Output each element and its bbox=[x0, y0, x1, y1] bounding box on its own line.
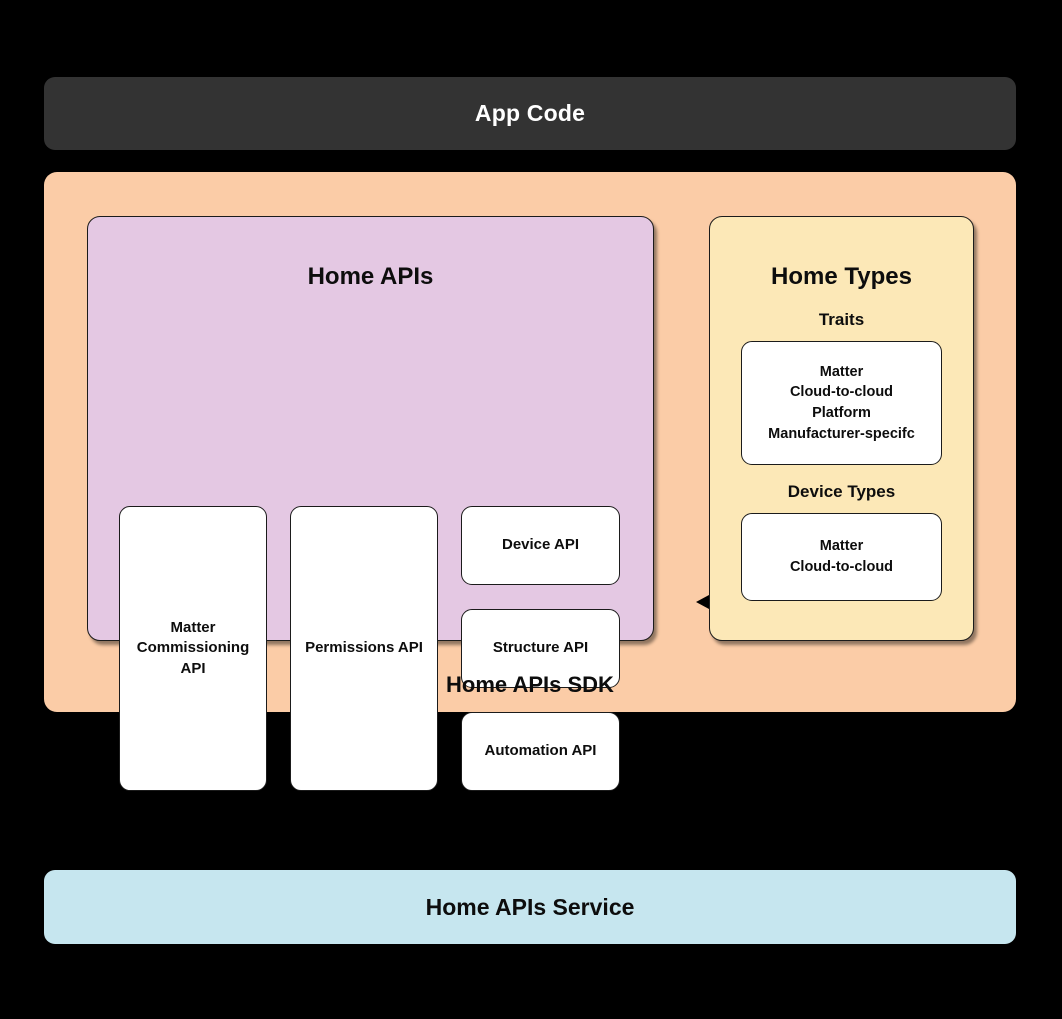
traits-heading: Traits bbox=[818, 310, 865, 329]
automation-api-card: Automation API bbox=[461, 712, 620, 791]
structure-api-label: Structure API bbox=[492, 639, 589, 657]
permissions-api-label: Permissions API bbox=[305, 639, 423, 657]
device-api-card: Device API bbox=[461, 506, 620, 585]
api-card-stack: Device API Structure API Automation API bbox=[461, 506, 620, 791]
device-api-label: Device API bbox=[502, 536, 579, 554]
app-code-block: App Code bbox=[44, 77, 1016, 150]
home-apis-title: Home APIs bbox=[307, 263, 434, 290]
home-apis-service-block: Home APIs Service bbox=[44, 870, 1016, 944]
app-code-label: App Code bbox=[474, 100, 586, 126]
home-apis-service-label: Home APIs Service bbox=[425, 893, 635, 920]
structure-api-card: Structure API bbox=[461, 609, 620, 688]
home-types-title: Home Types bbox=[771, 263, 912, 290]
automation-api-label: Automation API bbox=[484, 742, 597, 760]
device-types-heading: Device Types bbox=[787, 482, 896, 501]
home-apis-sdk-label: Home APIs SDK bbox=[446, 672, 614, 697]
permissions-api-card: Permissions API bbox=[290, 506, 438, 791]
